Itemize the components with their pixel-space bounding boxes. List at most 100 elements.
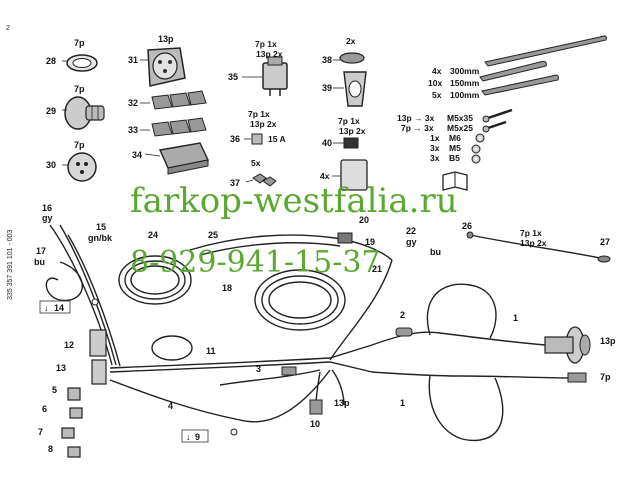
label-25: 25	[208, 230, 218, 240]
label-16-color: gy	[42, 213, 53, 223]
label-8: 8	[48, 444, 53, 454]
part-34-control-module	[144, 142, 210, 175]
label-33: 33	[128, 125, 138, 135]
label-36-spec-a: 7p 1x	[248, 109, 270, 119]
label-31-spec: 13p	[158, 34, 174, 44]
label-11: 11	[206, 346, 216, 356]
tie-qty-2: 5x	[432, 90, 442, 100]
part-35-holder	[242, 56, 288, 96]
tie-size-0: 300mm	[450, 66, 480, 76]
label-40: 40	[322, 138, 332, 148]
label-18: 18	[222, 283, 232, 293]
harness-wires	[45, 224, 601, 442]
label-40-spec-a: 7p 1x	[338, 116, 360, 126]
label-37-qty: 5x	[251, 158, 261, 168]
label-35-spec-b: 13p 2x	[256, 49, 283, 59]
label-4: 4	[168, 401, 173, 411]
label-22: 22	[406, 226, 416, 236]
label-27: 27	[600, 237, 610, 247]
label-28: 28	[46, 56, 56, 66]
label-13p-socket: 13p	[600, 336, 616, 346]
label-15: 15	[96, 222, 106, 232]
label-36: 36	[230, 134, 240, 144]
label-36-fuse-rating: 15 A	[268, 134, 286, 144]
part-29-socket-boot	[62, 96, 105, 130]
label-30-spec: 7p	[74, 140, 85, 150]
label-13p-branch: 13p	[334, 398, 350, 408]
label-7p-end: 7p	[600, 372, 611, 382]
label-30: 30	[46, 160, 56, 170]
screw-qty-3: 3x	[430, 143, 440, 153]
label-35: 35	[228, 72, 238, 82]
arrow-down-icon: ↓	[44, 303, 49, 313]
label-29-spec: 7p	[74, 84, 85, 94]
screw-size-1: M5x25	[447, 123, 473, 133]
label-16: 16	[42, 203, 52, 213]
manual-book-icon	[442, 171, 468, 191]
label-32: 32	[128, 98, 138, 108]
label-38: 38	[322, 55, 332, 65]
part-32-adhesive-pads	[140, 90, 207, 110]
label-34: 34	[132, 150, 142, 160]
label-21: 21	[372, 264, 382, 274]
label-14: 14	[54, 303, 64, 313]
label-28-spec: 7p	[74, 38, 85, 48]
label-20: 20	[359, 215, 369, 225]
part-4x-pad	[332, 159, 368, 191]
label-39: 39	[322, 83, 332, 93]
label-1-lower: 1	[400, 398, 405, 408]
label-22-color-a: gy	[406, 237, 417, 247]
side-reference-text: 335 357 391 101 - 003	[7, 229, 14, 300]
label-22-color-b: bu	[430, 247, 441, 257]
label-37: 37	[230, 178, 240, 188]
screw-size-4: B5	[449, 153, 460, 163]
label-13: 13	[56, 363, 66, 373]
screws-nuts-illustration	[471, 108, 513, 164]
screw-size-3: M5	[449, 143, 461, 153]
label-24: 24	[148, 230, 158, 240]
screw-qty-2: 1x	[430, 133, 440, 143]
part-33-adhesive-pads	[140, 117, 207, 137]
part-36-fuse	[244, 133, 263, 145]
label-26: 26	[462, 221, 472, 231]
screw-size-0: M5x35	[447, 113, 473, 123]
label-1-upper: 1	[513, 313, 518, 323]
screw-qty-0: 13p → 3x	[397, 113, 435, 123]
label-15-color: gn/bk	[88, 233, 113, 243]
label-3: 3	[256, 364, 261, 374]
part-38-grommet	[333, 52, 365, 64]
label-26-spec-a: 7p 1x	[520, 228, 542, 238]
label-26-spec-b: 13p 2x	[520, 238, 547, 248]
label-29: 29	[46, 106, 56, 116]
label-5: 5	[52, 385, 57, 395]
label-19: 19	[365, 237, 375, 247]
screw-qty-1: 7p → 3x	[401, 123, 434, 133]
part-31-socket-13p	[140, 47, 186, 87]
part-40-connector	[333, 137, 359, 149]
label-6: 6	[42, 404, 47, 414]
label-38-qty: 2x	[346, 36, 356, 46]
label-36-spec-b: 13p 2x	[250, 119, 277, 129]
label-35-spec-a: 7p 1x	[255, 39, 277, 49]
tie-size-2: 100mm	[450, 90, 480, 100]
label-2: 2	[400, 310, 405, 320]
page-corner-number: 2	[6, 25, 10, 32]
part-39-mounting-plate	[333, 71, 367, 107]
label-17-color: bu	[34, 257, 45, 267]
label-9: 9	[195, 432, 200, 442]
label-17: 17	[36, 246, 46, 256]
label-40-spec-b: 13p 2x	[339, 126, 366, 136]
screw-qty-4: 3x	[430, 153, 440, 163]
label-7: 7	[38, 427, 43, 437]
label-10: 10	[310, 419, 320, 429]
watermark-phone: 8-929-941-15-37	[130, 245, 381, 280]
label-12: 12	[64, 340, 74, 350]
label-4x-qty: 4x	[320, 171, 330, 181]
tie-qty-1: 10x	[428, 78, 442, 88]
tie-size-1: 150mm	[450, 78, 480, 88]
part-28-gasket	[62, 54, 98, 72]
harness-connectors	[61, 231, 611, 458]
watermark-site: farkop-westfalia.ru	[130, 181, 458, 221]
label-31: 31	[128, 55, 138, 65]
